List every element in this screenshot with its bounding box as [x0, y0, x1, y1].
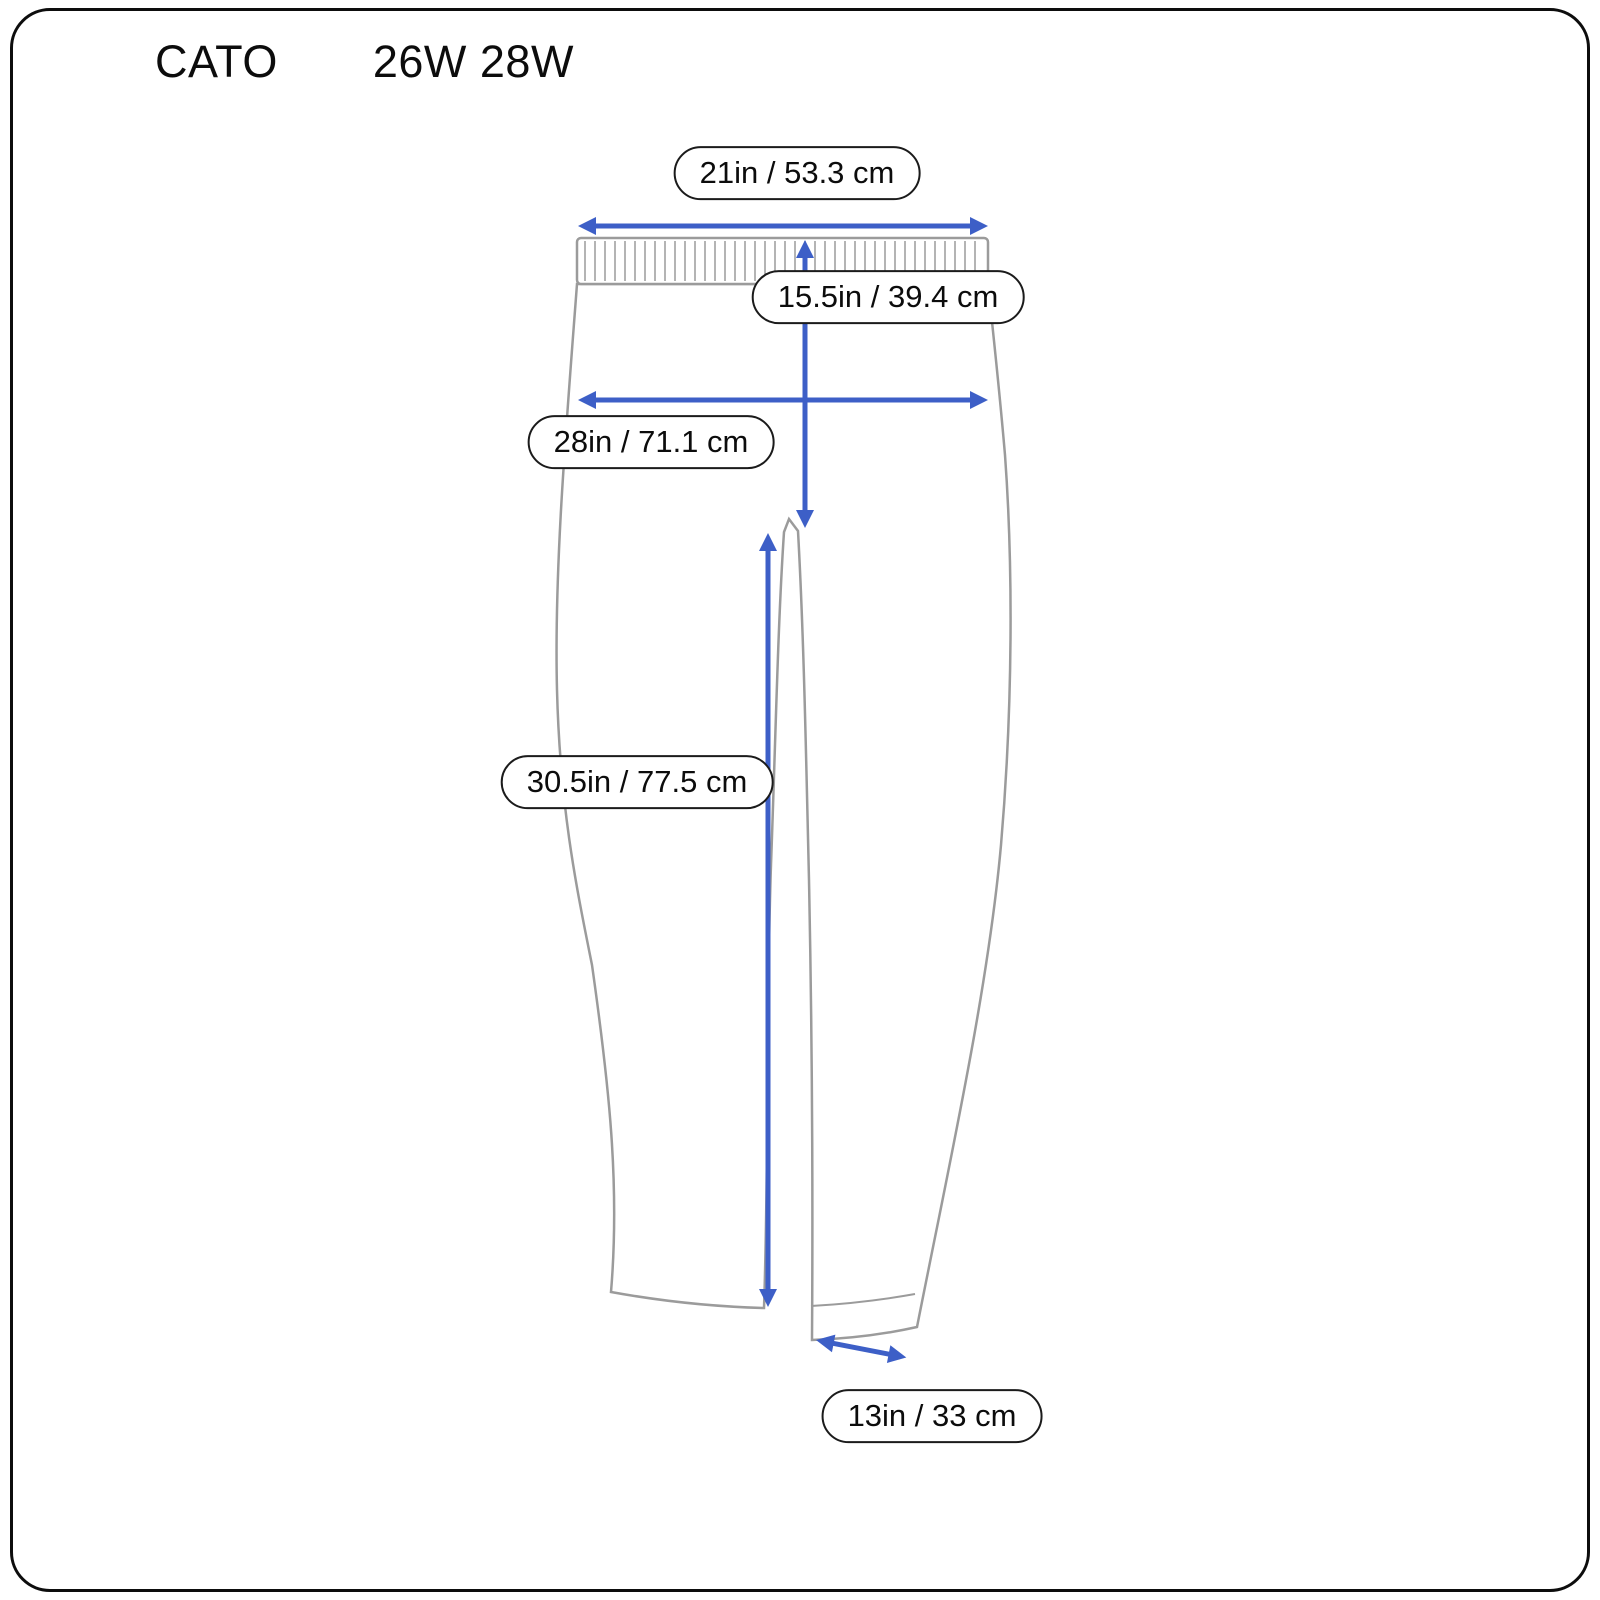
arrowhead-icon	[970, 217, 988, 235]
size-label: 26W 28W	[372, 36, 574, 87]
cuff-line	[810, 1293, 916, 1307]
waist-measurement-label: 21in / 53.3 cm	[673, 146, 921, 200]
arrowhead-icon	[578, 391, 596, 409]
arrowhead-icon	[759, 1289, 777, 1307]
header: CATO 26W 28W	[155, 36, 574, 88]
brand-title: CATO	[155, 36, 278, 87]
arrowhead-icon	[796, 510, 814, 528]
hip-measurement-label: 28in / 71.1 cm	[527, 415, 775, 469]
arrowhead-icon	[759, 533, 777, 551]
leg-opening-measurement-label: 13in / 33 cm	[821, 1389, 1043, 1443]
arrowhead-icon	[796, 240, 814, 258]
arrowhead-icon	[886, 1345, 907, 1363]
arrowhead-icon	[970, 391, 988, 409]
inseam-measurement-label: 30.5in / 77.5 cm	[500, 755, 774, 809]
inseam-arrow	[759, 533, 777, 1307]
waist-arrow	[578, 217, 988, 235]
arrowhead-icon	[816, 1334, 836, 1353]
arrowhead-icon	[578, 217, 596, 235]
rise-measurement-label: 15.5in / 39.4 cm	[751, 270, 1025, 324]
leg-opening-arrow	[816, 1334, 907, 1363]
hip-arrow	[578, 391, 988, 409]
arrow-line	[831, 1340, 892, 1357]
pants-outline	[555, 282, 1012, 1342]
